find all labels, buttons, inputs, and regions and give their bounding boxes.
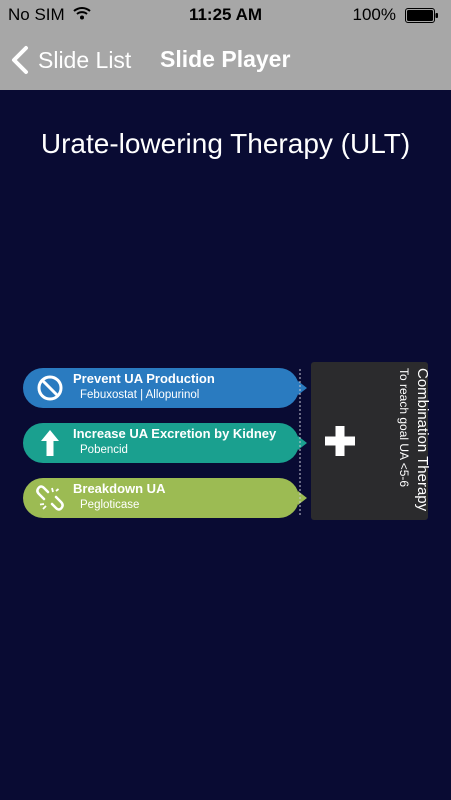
carrier-label: No SIM xyxy=(8,5,65,24)
therapy-prevent-production: Prevent UA Production Febuxostat | Allop… xyxy=(23,368,307,408)
battery-icon xyxy=(405,8,438,23)
therapy-drugs: Pegloticase xyxy=(80,499,140,511)
plus-icon xyxy=(325,426,355,456)
therapy-drugs: Pobencid xyxy=(80,444,128,456)
therapy-heading: Breakdown UA xyxy=(73,481,166,496)
no-symbol-icon xyxy=(37,375,63,401)
battery-percent: 100% xyxy=(352,5,396,24)
combination-subtitle: To reach goal UA <5-6 xyxy=(397,368,411,488)
combination-therapy-box: Combination Therapy To reach goal UA <5-… xyxy=(311,362,431,520)
therapy-heading: Increase UA Excretion by Kidney xyxy=(73,426,277,441)
slide-title: Urate-lowering Therapy (ULT) xyxy=(40,128,411,159)
nav-title: Slide Player xyxy=(160,46,291,72)
bracket-divider xyxy=(299,369,301,517)
wifi-icon xyxy=(73,7,91,20)
clock: 11:25 AM xyxy=(188,5,263,24)
therapy-heading: Prevent UA Production xyxy=(73,371,215,386)
navigation-bar: Slide List Slide Player xyxy=(0,30,451,90)
back-button-label: Slide List xyxy=(38,46,132,73)
broken-link-icon xyxy=(36,485,64,511)
combination-text: Combination Therapy To reach goal UA <5-… xyxy=(367,368,431,514)
chevron-left-icon xyxy=(12,46,28,74)
therapy-increase-excretion: Increase UA Excretion by Kidney Pobencid xyxy=(23,423,307,463)
therapy-breakdown: Breakdown UA Pegloticase xyxy=(23,478,307,518)
back-button[interactable]: Slide List xyxy=(10,44,131,76)
therapy-drugs: Febuxostat | Allopurinol xyxy=(80,389,200,401)
combination-title: Combination Therapy xyxy=(414,368,431,512)
status-bar: No SIM 11:25 AM 100% xyxy=(0,0,451,30)
up-arrow-icon xyxy=(41,430,59,456)
